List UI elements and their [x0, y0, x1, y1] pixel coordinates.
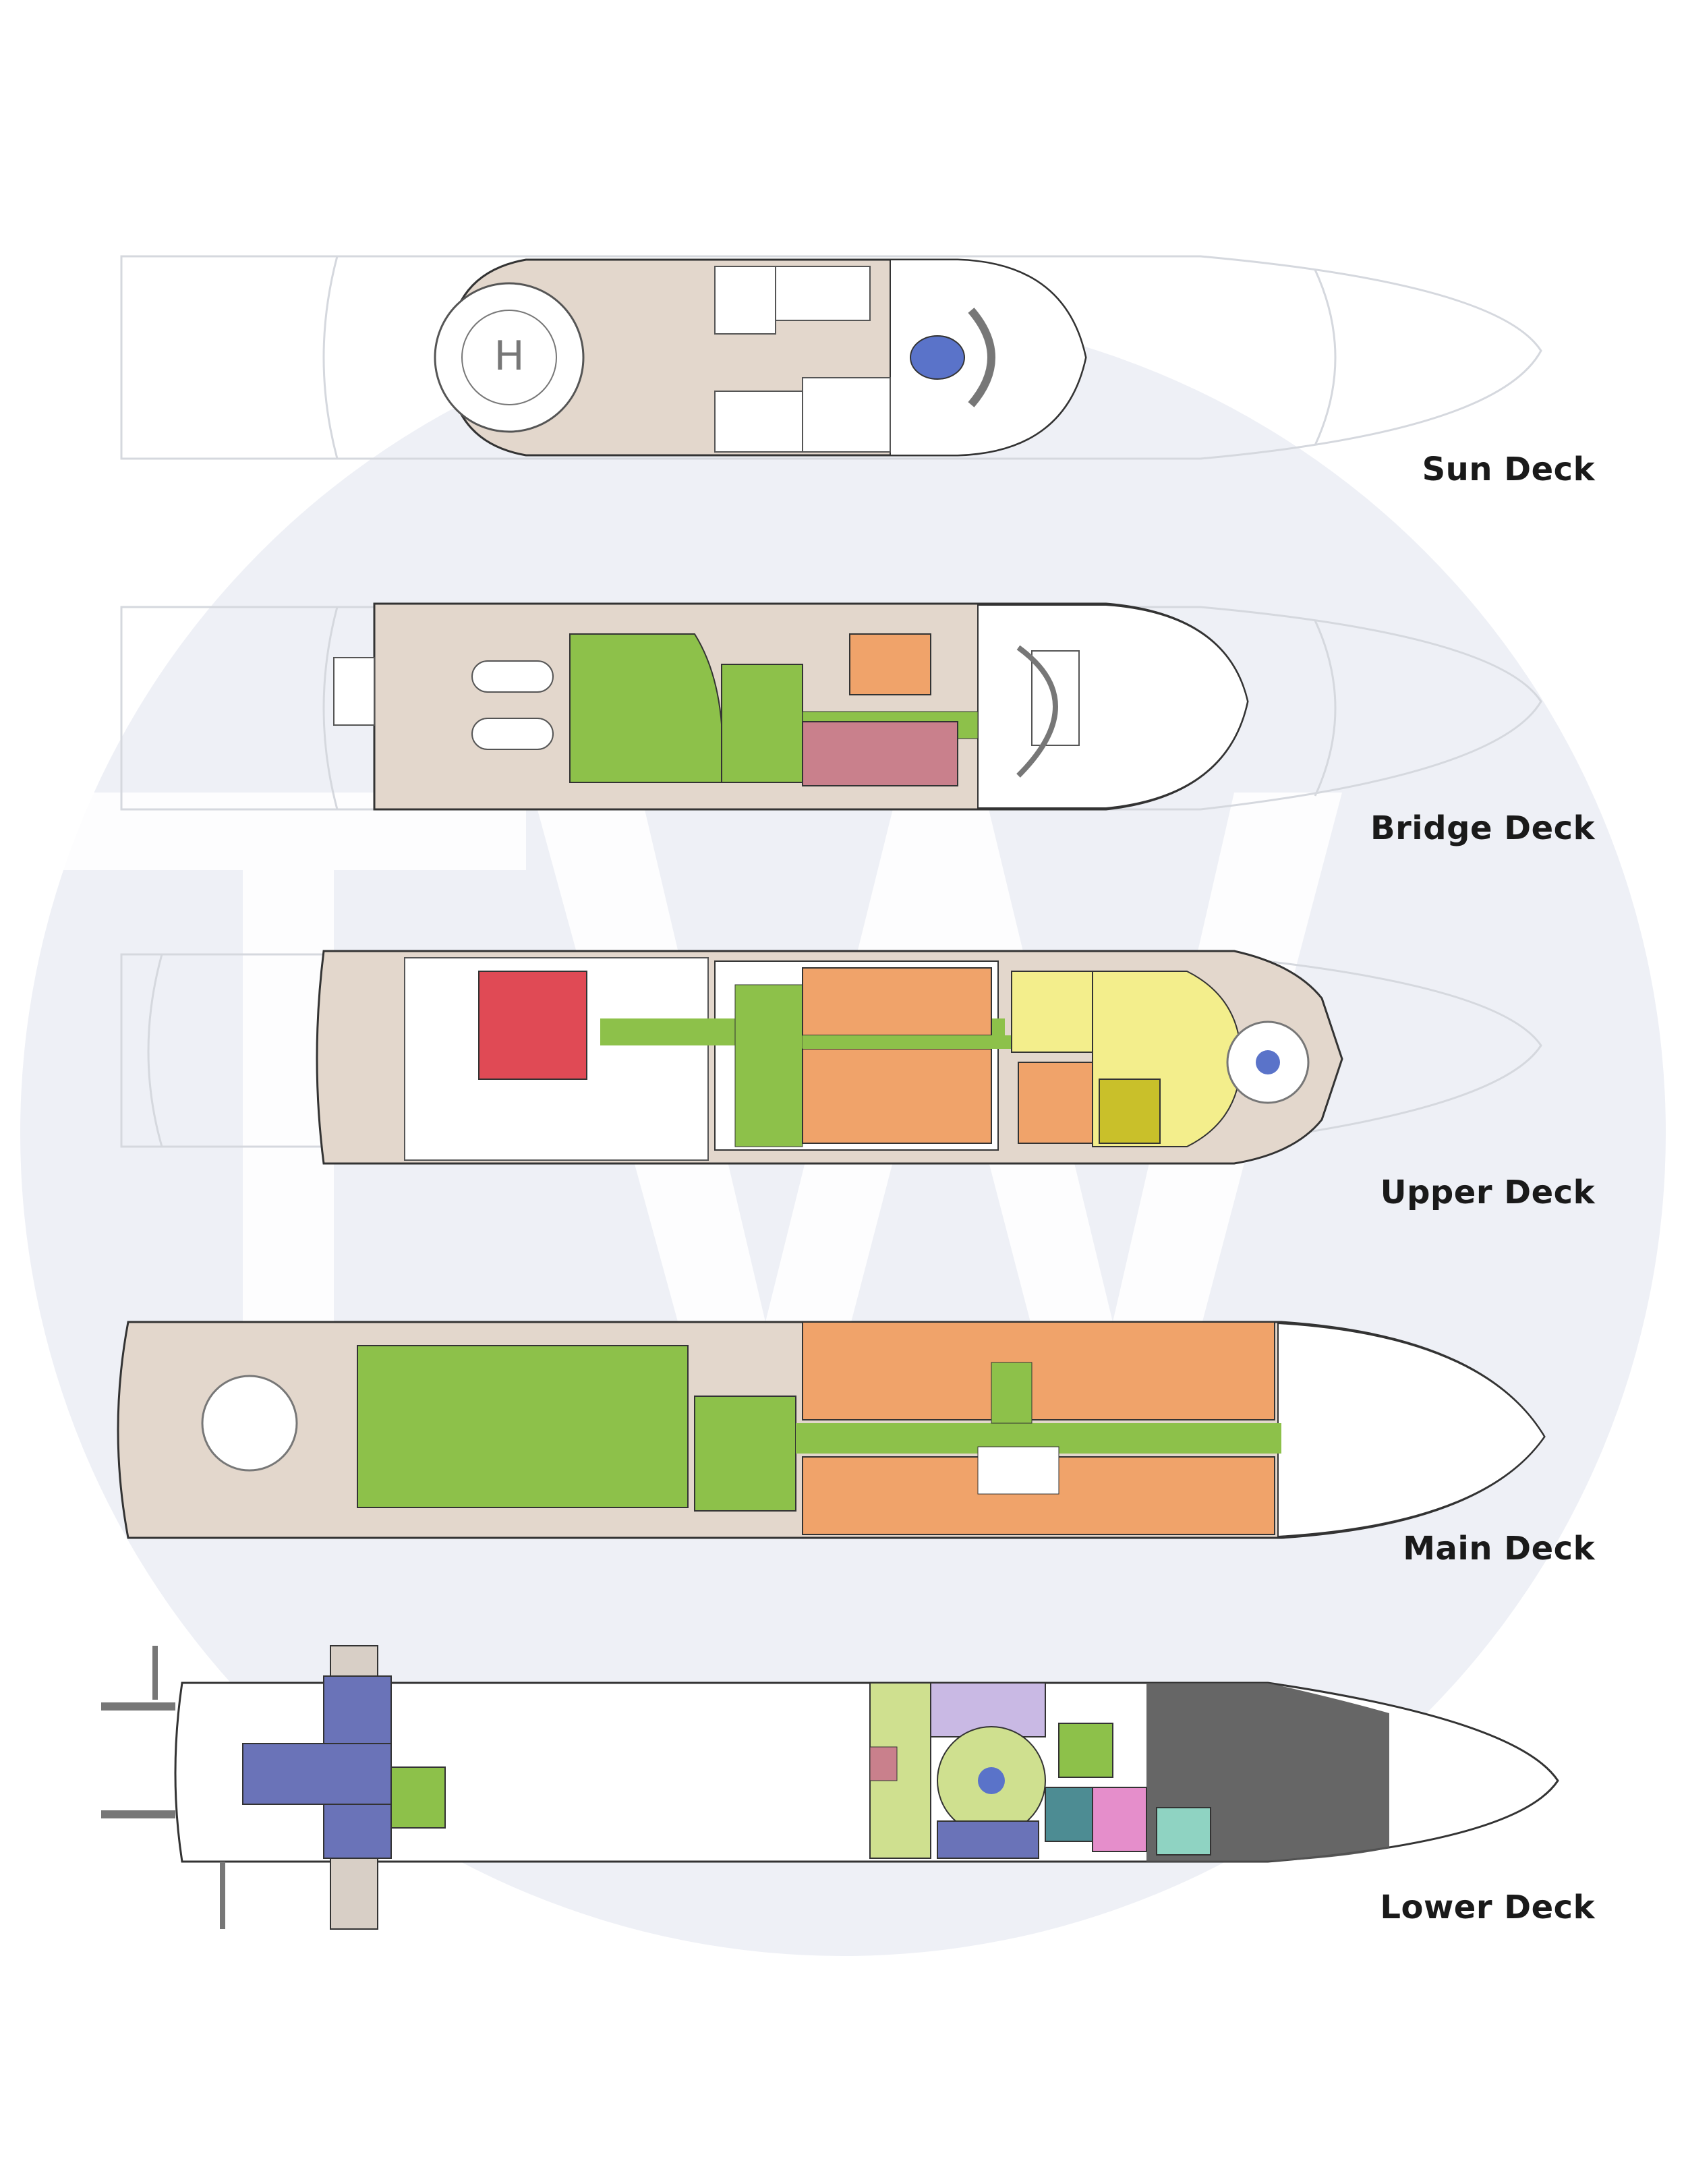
deck-label-bridge: Bridge Deck	[1370, 809, 1595, 847]
lower-deck-plan	[101, 1645, 1559, 1930]
svg-text:H: H	[494, 333, 524, 380]
sun-deck-plan: H	[434, 258, 1087, 457]
deck-label-main: Main Deck	[1403, 1530, 1595, 1568]
ghost-hull-outlines	[120, 255, 1542, 1148]
deck-label-lower: Lower Deck	[1380, 1889, 1595, 1926]
main-deck-plan	[117, 1321, 1546, 1539]
deck-label-sun: Sun Deck	[1422, 451, 1595, 488]
bridge-deck-plan	[333, 602, 1249, 811]
upper-deck-plan	[316, 950, 1343, 1165]
deck-label-upper: Upper Deck	[1380, 1174, 1595, 1211]
